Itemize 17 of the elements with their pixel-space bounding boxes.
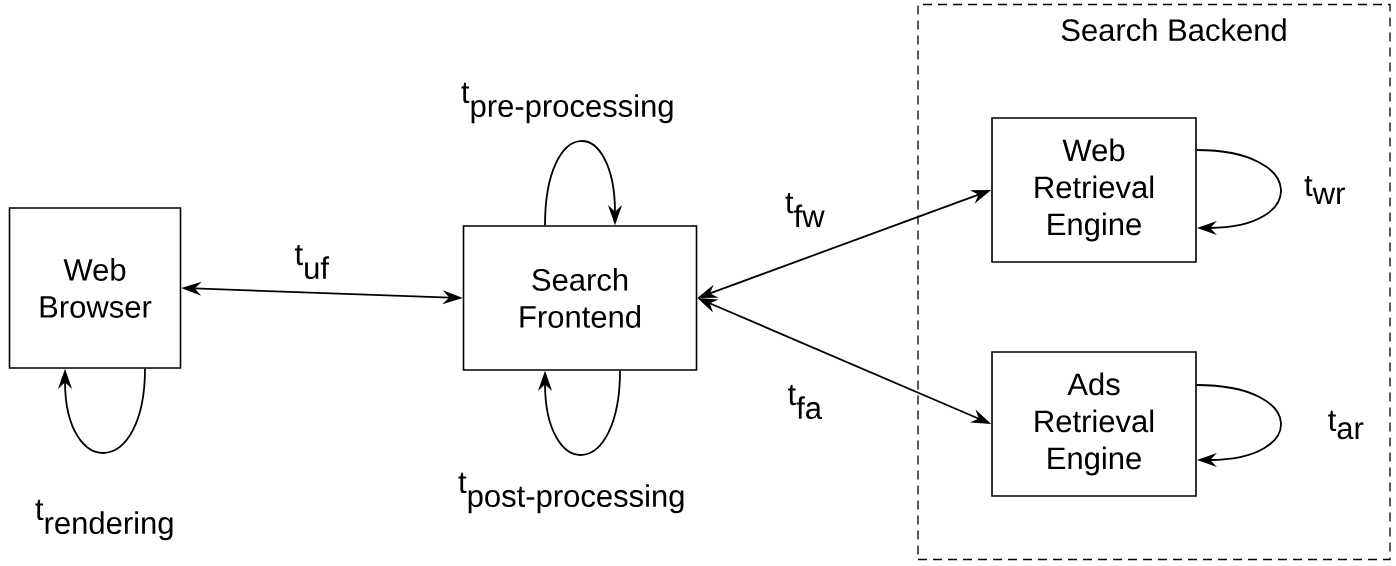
edge-label: $\textrm{t}_{\textrm{fa}}$: [786, 383, 824, 421]
edge-label: $\textrm{t}_{\textrm{fw}}$: [783, 192, 827, 228]
arrow: [537, 369, 621, 456]
edge-label: $\textrm{t}_{\textrm{post-processing}}$: [457, 471, 687, 515]
edge-label: $\textrm{t}_{\textrm{rendering}}$: [33, 498, 177, 542]
arrow: [57, 367, 146, 454]
process-box: Web Retrieval Engine: [991, 117, 1197, 263]
edge-label: $\textrm{t}_{\textrm{uf}}$: [293, 243, 331, 281]
process-box: Ads Retrieval Engine: [991, 351, 1197, 497]
edge-label: $\textrm{t}_{\textrm{ar}}$: [1326, 409, 1366, 441]
edge-label: $\textrm{t}_{\textrm{pre-processing}}$: [459, 81, 677, 125]
arrow: [1195, 384, 1282, 468]
process-box: Search Frontend: [462, 225, 698, 371]
arrow: [544, 140, 623, 227]
process-box: Web Browser: [8, 207, 182, 369]
arrow: [1195, 149, 1282, 236]
edge-label: $\textrm{t}_{\textrm{wr}}$: [1303, 174, 1347, 206]
